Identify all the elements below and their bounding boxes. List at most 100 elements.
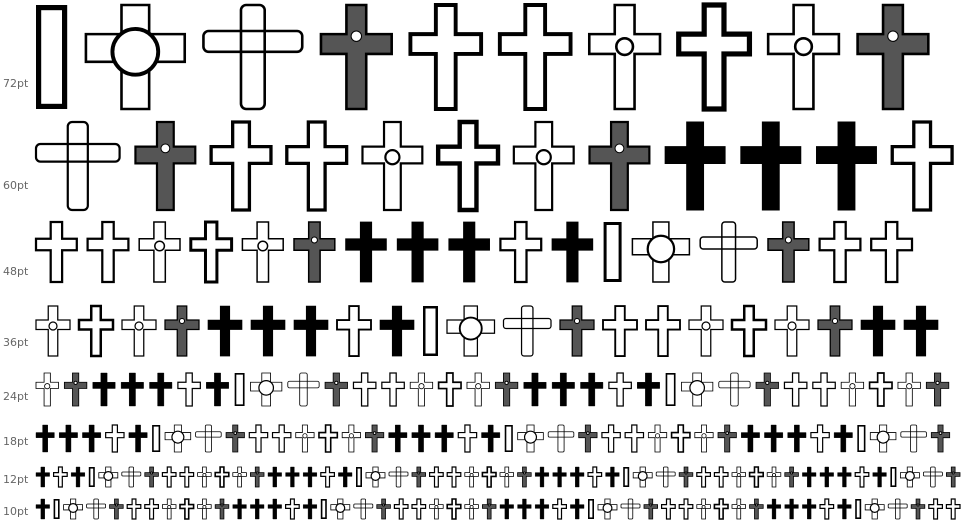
cross-glyph-outline <box>285 498 300 520</box>
cross-glyph-crucifix <box>925 372 950 407</box>
cross-glyph-solid <box>552 466 567 488</box>
size-row-24: 24pt <box>0 372 970 407</box>
cross-glyph-crucifix <box>946 466 961 488</box>
cross-glyph-solid <box>903 305 939 357</box>
cross-glyph-crucifix <box>324 372 348 407</box>
cross-glyph-solid <box>35 424 55 453</box>
cross-glyph-vine <box>35 305 71 357</box>
cross-glyph-crucifix <box>494 372 519 407</box>
cross-glyph-sun <box>164 424 192 453</box>
cross-glyph-crucifix <box>249 466 265 488</box>
cross-glyph-crucifix <box>293 221 336 283</box>
cross-glyph-solid <box>787 424 807 453</box>
cross-glyph-solid <box>92 372 116 407</box>
cross-glyph-solid <box>551 372 575 407</box>
cross-glyph-vine <box>138 221 181 283</box>
glyph-samples <box>34 220 914 284</box>
cross-glyph-sun <box>632 466 653 488</box>
glyph-samples <box>35 304 939 358</box>
cross-glyph-solid <box>481 424 501 453</box>
cross-glyph-solid <box>605 466 620 488</box>
cross-glyph-sun <box>681 372 714 407</box>
cross-glyph-solid <box>837 498 852 520</box>
cross-glyph-crucifix <box>578 424 598 453</box>
size-row-10: 10pt <box>0 498 970 520</box>
cross-glyph-crucifix <box>225 424 245 453</box>
cross-glyph-ruler <box>86 220 130 284</box>
cross-glyph-crucifix <box>856 3 930 111</box>
cross-glyph-outline <box>53 466 68 488</box>
cross-glyph-box <box>234 372 245 407</box>
size-label: 12pt <box>3 473 29 486</box>
cross-glyph-sun <box>446 305 496 357</box>
cross-glyph-solid <box>833 424 853 453</box>
cross-glyph-outline <box>408 3 484 111</box>
size-row-48: 48pt <box>0 220 970 284</box>
cross-glyph-crucifix <box>376 498 391 520</box>
cross-glyph-solid <box>207 305 243 357</box>
cross-glyph-solid <box>35 498 50 520</box>
cross-glyph-ruler <box>179 466 195 488</box>
cross-glyph-banner <box>34 120 121 212</box>
cross-glyph-outline <box>248 424 269 453</box>
cross-glyph-banner <box>547 424 575 453</box>
cross-glyph-solid <box>819 466 834 488</box>
glyph-samples <box>34 119 954 213</box>
cross-glyph-solid <box>82 424 101 453</box>
cross-glyph-vine <box>295 424 315 453</box>
cross-glyph-rope <box>481 466 497 488</box>
cross-glyph-sun <box>98 466 119 488</box>
size-label: 48pt <box>3 265 29 278</box>
cross-glyph-banner <box>699 221 758 283</box>
cross-glyph-vine <box>587 3 662 111</box>
cross-glyph-outline <box>854 466 870 488</box>
cross-glyph-outline <box>587 466 603 488</box>
cross-glyph-banner <box>388 466 409 488</box>
cross-glyph-crucifix <box>717 424 737 453</box>
cross-glyph-crucifix <box>755 372 779 407</box>
cross-glyph-vine <box>840 372 865 407</box>
cross-glyph-box <box>504 425 513 452</box>
cross-glyph-box <box>855 499 862 519</box>
cross-glyph-outline <box>126 498 142 520</box>
cross-glyph-rope <box>446 498 462 520</box>
cross-glyph-sun <box>517 424 544 453</box>
cross-glyph-outline <box>429 466 444 488</box>
cross-glyph-crucifix <box>930 424 951 453</box>
cross-glyph-outline <box>928 498 943 520</box>
cross-glyph-solid <box>551 221 594 283</box>
cross-glyph-ruler <box>812 372 836 407</box>
cross-glyph-ornate <box>766 466 782 488</box>
cross-glyph-solid <box>637 372 660 407</box>
cross-glyph-outline <box>161 466 177 488</box>
cross-glyph-sun <box>84 3 187 111</box>
glyph-samples <box>35 498 961 520</box>
cross-glyph-ruler <box>870 220 914 284</box>
cross-glyph-solid <box>411 424 431 453</box>
cross-glyph-box <box>603 222 622 282</box>
cross-glyph-rope <box>318 424 339 453</box>
cross-glyph-outline <box>660 498 676 520</box>
cross-glyph-solid <box>250 498 265 520</box>
cross-glyph-sun <box>330 498 351 520</box>
cross-glyph-solid <box>570 498 585 520</box>
cross-glyph-rope <box>676 2 753 112</box>
glyph-samples <box>35 2 930 112</box>
cross-glyph-solid <box>434 424 454 453</box>
cross-glyph-solid <box>293 305 329 357</box>
size-label: 18pt <box>3 435 29 448</box>
cross-glyph-banner <box>900 424 927 453</box>
cross-glyph-rope <box>179 498 195 520</box>
cross-glyph-crucifix <box>63 372 88 407</box>
cross-glyph-ruler <box>271 424 292 453</box>
cross-glyph-ruler <box>945 498 961 520</box>
cross-glyph-box <box>890 467 897 487</box>
cross-glyph-banner <box>502 305 552 357</box>
cross-glyph-solid <box>664 121 726 211</box>
cross-glyph-ornate <box>121 305 157 357</box>
cross-glyph-box <box>623 467 630 487</box>
cross-glyph-ruler <box>713 466 729 488</box>
size-row-72: 72pt <box>0 2 970 112</box>
cross-glyph-rope <box>189 220 234 284</box>
cross-glyph-outline <box>602 305 638 357</box>
